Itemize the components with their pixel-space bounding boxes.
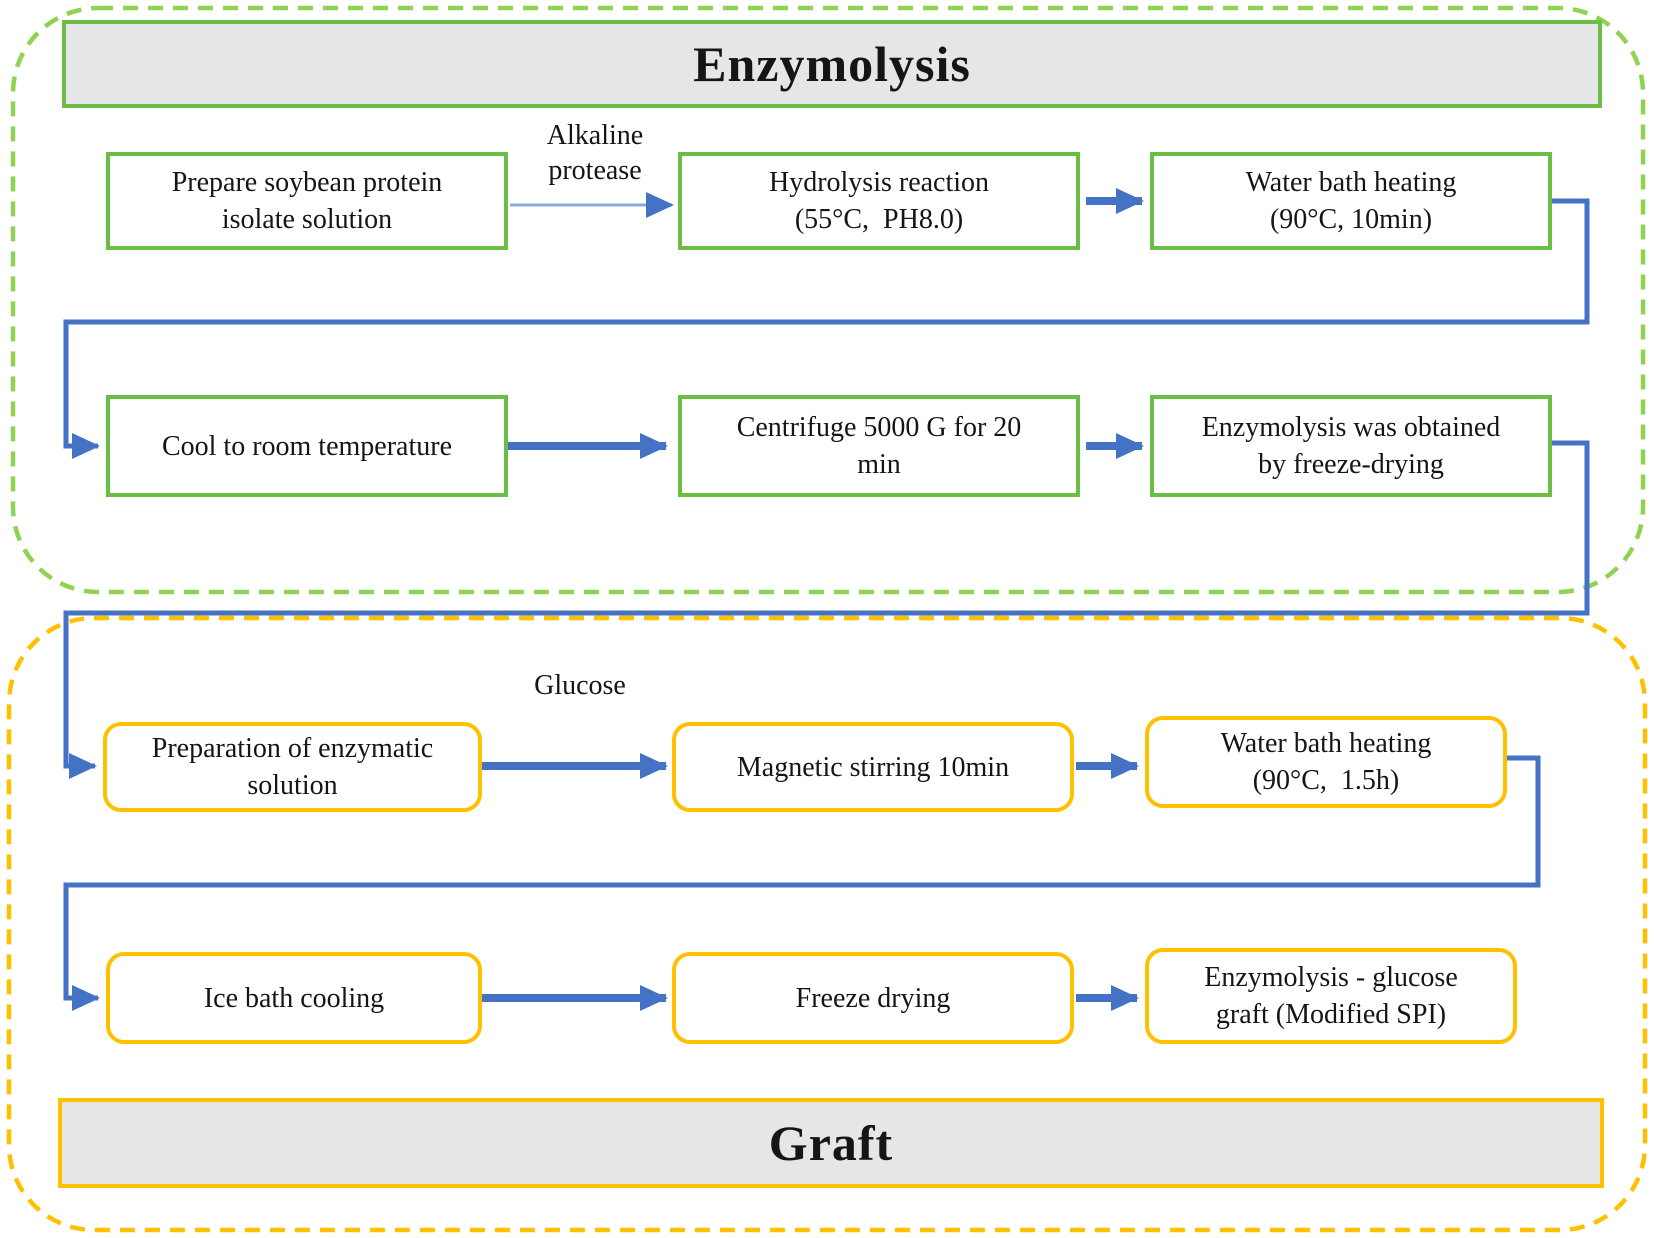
graft-section-container: [6, 615, 1648, 1233]
cool-room-temp-box: Cool to room temperature: [106, 395, 508, 497]
water-bath-heating-2-box: Water bath heating (90°C, 1.5h): [1145, 716, 1507, 808]
alkaline-protease-label-line1: Alkaline: [546, 120, 644, 151]
centrifuge-box-text: Centrifuge 5000 G for 20: [736, 412, 1022, 443]
enzymolysis-freeze-dry-box-text2: by freeze-drying: [1258, 449, 1444, 480]
prepare-spi-box-text2: isolate solution: [221, 204, 393, 235]
modified-spi-box-text: Enzymolysis - glucose: [1204, 962, 1458, 993]
centrifuge-box: Centrifuge 5000 G for 20 min: [678, 395, 1080, 497]
prep-enzymatic-solution-box-text: Preparation of enzymatic: [151, 733, 434, 764]
modified-spi-box-text2: graft (Modified SPI): [1215, 999, 1447, 1030]
arrow-waterbath1-to-cool: [63, 198, 1590, 459]
glucose-label: Glucose: [485, 668, 675, 703]
water-bath-heating-2-box-text: Water bath heating: [1220, 728, 1432, 759]
water-bath-heating-1-box-text2: (90°C, 10min): [1269, 204, 1433, 235]
prepare-spi-box-text: Prepare soybean protein: [171, 167, 443, 198]
water-bath-heating-1-box: Water bath heating (90°C, 10min): [1150, 152, 1552, 250]
glucose-label-line1: Glucose: [534, 670, 626, 701]
enzymolysis-freeze-dry-box-text: Enzymolysis was obtained: [1201, 412, 1501, 443]
freeze-drying-box: Freeze drying: [672, 952, 1074, 1044]
prep-enzymatic-solution-box: Preparation of enzymatic solution: [103, 722, 482, 812]
arrow-waterbath2-to-icebath: [63, 755, 1541, 1011]
prep-enzymatic-solution-box-text2: solution: [247, 770, 338, 801]
enzymolysis-header-title: Enzymolysis: [693, 36, 971, 92]
ice-bath-cooling-box: Ice bath cooling: [106, 952, 482, 1044]
alkaline-protease-label: Alkaline protease: [500, 118, 690, 188]
magnetic-stirring-box: Magnetic stirring 10min: [672, 722, 1074, 812]
prepare-spi-box: Prepare soybean protein isolate solution: [106, 152, 508, 250]
freeze-drying-box-text: Freeze drying: [795, 982, 951, 1014]
water-bath-heating-1-box-text: Water bath heating: [1245, 167, 1457, 198]
magnetic-stirring-box-text: Magnetic stirring 10min: [736, 751, 1010, 783]
enzymolysis-header: Enzymolysis: [62, 20, 1602, 108]
hydrolysis-box: Hydrolysis reaction (55°C, PH8.0): [678, 152, 1080, 250]
arrow-freezedry-to-preparation: [63, 440, 1590, 779]
alkaline-protease-label-line2: protease: [548, 155, 642, 186]
centrifuge-box-text2: min: [857, 449, 901, 480]
hydrolysis-box-text: Hydrolysis reaction: [768, 167, 990, 198]
enzymolysis-freeze-dry-box: Enzymolysis was obtained by freeze-dryin…: [1150, 395, 1552, 497]
modified-spi-box: Enzymolysis - glucose graft (Modified SP…: [1145, 948, 1517, 1044]
cool-room-temp-box-text: Cool to room temperature: [161, 430, 453, 462]
water-bath-heating-2-box-text2: (90°C, 1.5h): [1252, 765, 1400, 796]
hydrolysis-box-text2: (55°C, PH8.0): [794, 204, 964, 235]
graft-header-title: Graft: [768, 1115, 894, 1171]
ice-bath-cooling-box-text: Ice bath cooling: [203, 982, 385, 1014]
enzymolysis-section-container: [10, 5, 1646, 595]
graft-header: Graft: [58, 1098, 1604, 1188]
